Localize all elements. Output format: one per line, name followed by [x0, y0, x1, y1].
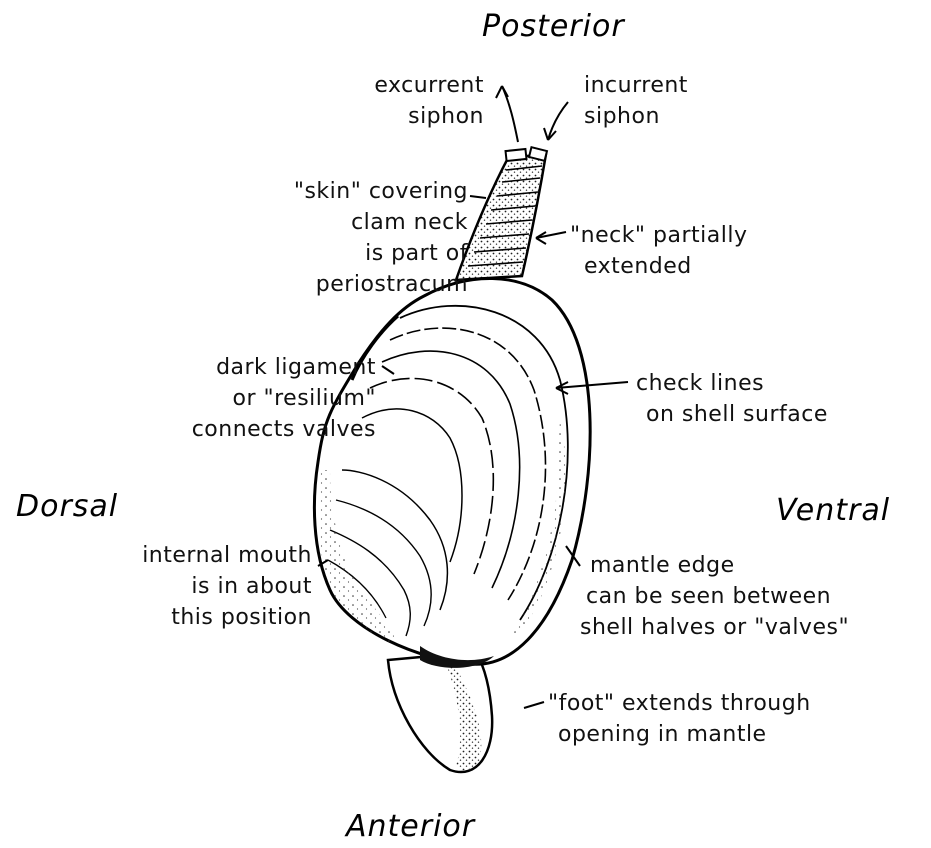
label-line: or "resilium" — [40, 383, 376, 414]
label-foot: "foot" extends through opening in mantle — [548, 688, 811, 750]
label-internal-mouth: internal mouth is in about this position — [40, 540, 312, 633]
label-neck-extended: "neck" partially extended — [570, 220, 748, 282]
label-line: extended — [570, 251, 748, 282]
label-line: siphon — [340, 101, 484, 132]
label-line: can be seen between — [580, 581, 920, 612]
label-mantle-edge: mantle edge can be seen between shell ha… — [580, 550, 920, 643]
label-line: shell halves or "valves" — [580, 612, 920, 643]
clam-foot — [388, 652, 492, 772]
label-line: "neck" partially — [570, 220, 748, 251]
label-line: this position — [40, 602, 312, 633]
siphon-neck — [456, 147, 547, 280]
label-line: is part of — [232, 238, 468, 269]
clam-shell — [314, 278, 590, 667]
direction-dorsal: Dorsal — [16, 489, 118, 524]
direction-ventral: Ventral — [776, 493, 890, 528]
label-check-lines: check lines on shell surface — [634, 368, 828, 430]
direction-posterior: Posterior — [482, 9, 625, 44]
label-line: periostracum — [232, 269, 468, 300]
label-line: excurrent — [340, 70, 484, 101]
label-line: connects valves — [40, 414, 376, 445]
label-skin-covering: "skin" covering clam neck is part of per… — [232, 176, 468, 300]
label-line: opening in mantle — [548, 719, 811, 750]
label-excurrent-siphon: excurrent siphon — [340, 70, 484, 132]
label-line: "foot" extends through — [548, 688, 811, 719]
direction-anterior: Anterior — [344, 809, 476, 844]
label-line: on shell surface — [634, 399, 828, 430]
label-line: is in about — [40, 571, 312, 602]
label-line: incurrent — [584, 70, 688, 101]
label-incurrent-siphon: incurrent siphon — [584, 70, 688, 132]
label-line: internal mouth — [40, 540, 312, 571]
label-line: "skin" covering — [232, 176, 468, 207]
label-line: clam neck — [232, 207, 468, 238]
label-line: siphon — [584, 101, 688, 132]
label-line: mantle edge — [580, 550, 920, 581]
label-dark-ligament: dark ligament or "resilium" connects val… — [40, 352, 376, 445]
label-line: dark ligament — [40, 352, 376, 383]
label-line: check lines — [634, 368, 828, 399]
